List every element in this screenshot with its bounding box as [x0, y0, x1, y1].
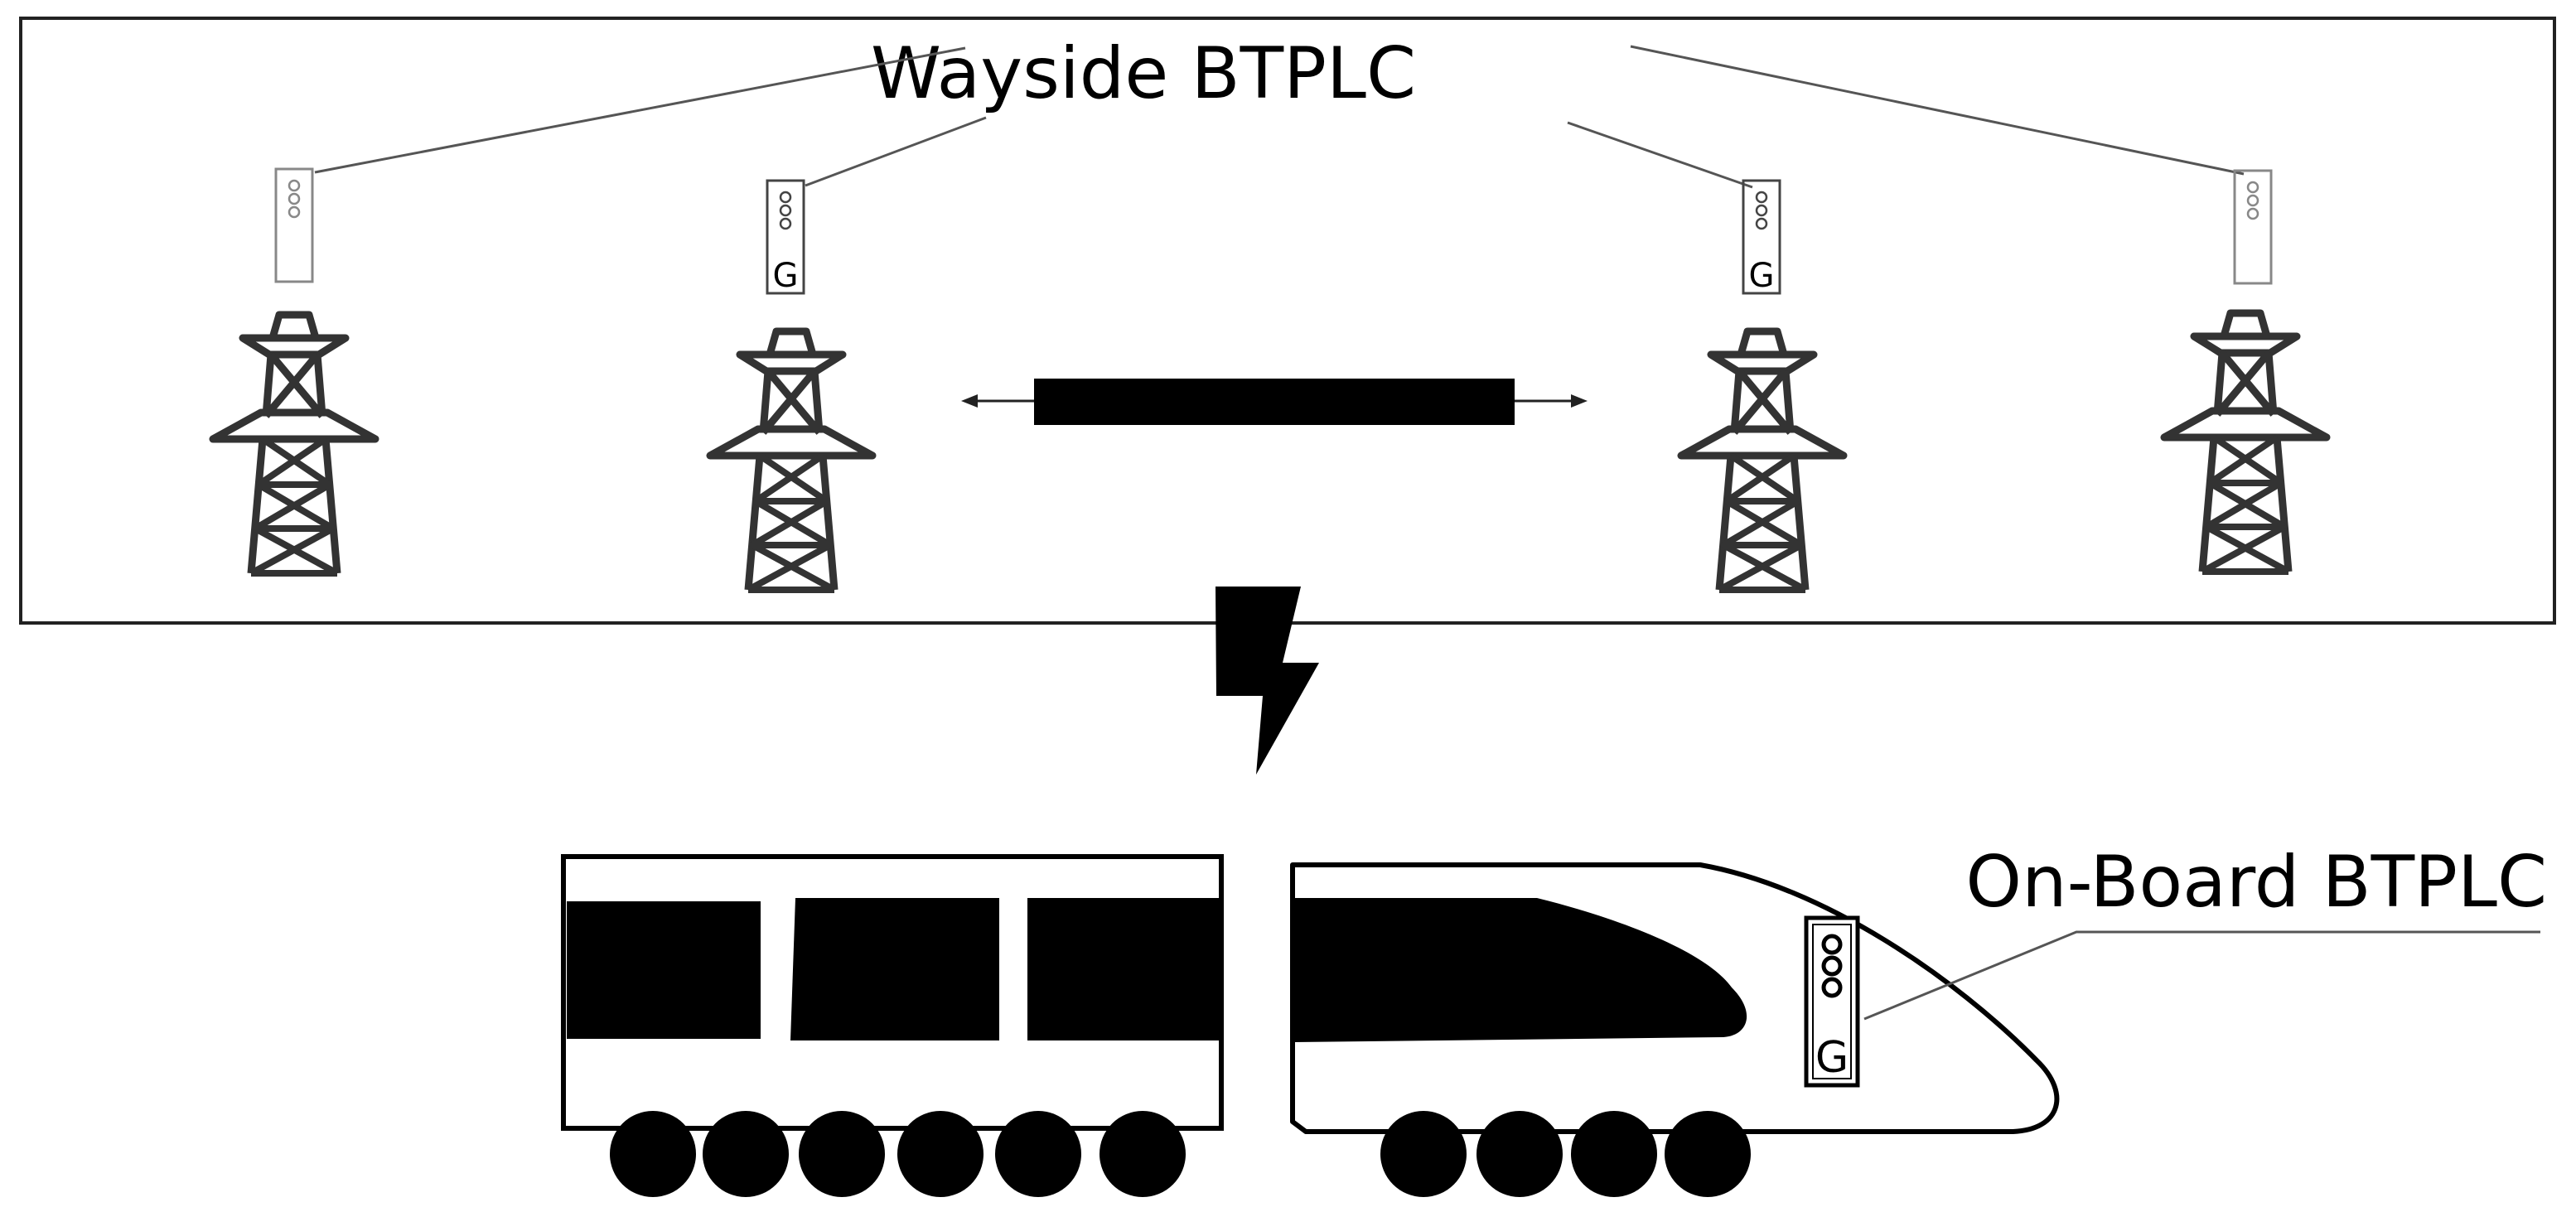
- locomotive: [1290, 862, 2060, 1197]
- transmission-tower-icon: [710, 331, 872, 590]
- double-arrow-icon: [961, 379, 1588, 425]
- transmission-tower-icon: [1681, 331, 1844, 590]
- g-label-device-3: G: [1749, 257, 1775, 295]
- g-label-onboard: G: [1815, 1033, 1849, 1083]
- wayside-device-3: G: [1742, 179, 1781, 295]
- wayside-device-4: [2233, 169, 2273, 285]
- wayside-device-1: [274, 167, 314, 283]
- transmission-tower-icon: [2164, 313, 2327, 572]
- passenger-car: [561, 854, 1224, 1197]
- onboard-label: On-Board BTPLC: [1965, 841, 2547, 924]
- onboard-device: G: [1804, 915, 1860, 1088]
- train-section-bar: [1034, 379, 1515, 425]
- g-label-device-2: G: [773, 257, 799, 295]
- wayside-leader-lines: [314, 45, 2245, 189]
- train-icon: [561, 854, 2060, 1197]
- wayside-label: Wayside BTPLC: [871, 32, 1416, 115]
- onboard-leader-line: [1863, 930, 2540, 1021]
- transmission-tower-icon: [213, 315, 375, 573]
- wayside-device-2: G: [766, 179, 805, 295]
- lightning-bolt-icon: [1216, 587, 1319, 775]
